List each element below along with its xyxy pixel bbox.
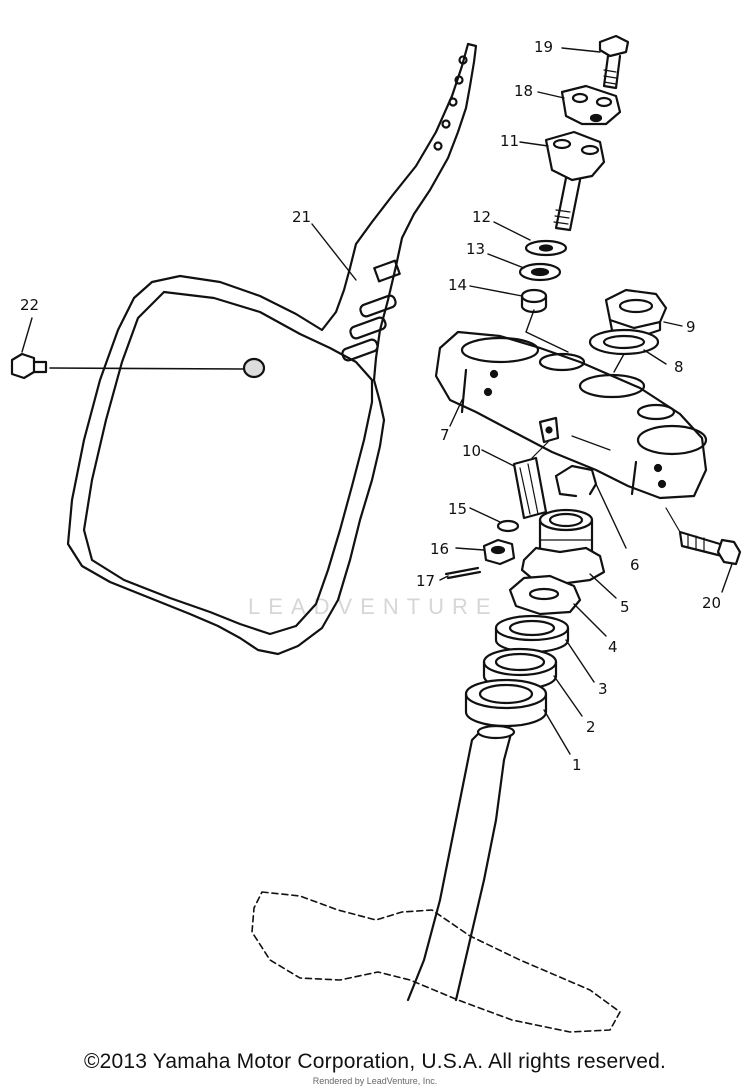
callout-15: 15 [448, 500, 467, 518]
number-plate [66, 42, 478, 656]
callout-3: 3 [598, 680, 608, 698]
clip-6 [554, 464, 598, 498]
steering-crown-7 [434, 330, 708, 500]
dust-seal-3 [494, 614, 570, 654]
bolt-20 [665, 507, 742, 566]
callout-labels: 1 2 3 4 5 6 7 8 9 10 11 12 13 14 15 16 1… [20, 38, 721, 774]
callout-7: 7 [440, 426, 450, 444]
callout-6: 6 [630, 556, 640, 574]
callout-19: 19 [534, 38, 553, 56]
callout-2: 2 [586, 718, 596, 736]
handlebar-holder-11 [544, 130, 606, 232]
collar-14 [520, 288, 548, 314]
nut-16 [482, 538, 516, 566]
callout-18: 18 [514, 82, 533, 100]
lower-bracket [251, 891, 621, 1033]
callout-11: 11 [500, 132, 519, 150]
callout-10: 10 [462, 442, 481, 460]
rendered-by-note: Rendered by LeadVenture, Inc. [312, 1076, 438, 1086]
callout-21: 21 [292, 208, 311, 226]
callout-1: 1 [572, 756, 582, 774]
lock-washer-4 [508, 574, 582, 616]
callout-14: 14 [448, 276, 467, 294]
watermark: LEADVENTURE [248, 594, 499, 619]
callout-5: 5 [620, 598, 630, 616]
copyright-notice: ©2013 Yamaha Motor Corporation, U.S.A. A… [83, 1050, 667, 1073]
callout-13: 13 [466, 240, 485, 258]
bolt-19 [598, 34, 630, 90]
bushing-10 [512, 416, 560, 520]
ring-nut-5 [520, 508, 606, 586]
upper-clamp-18 [560, 84, 622, 126]
washer-8 [588, 328, 660, 356]
cotter-pin-17 [444, 566, 482, 580]
leader-lines [21, 47, 733, 755]
callout-8: 8 [674, 358, 684, 376]
washer-15 [496, 519, 520, 533]
callout-17: 17 [416, 572, 435, 590]
steering-stem [406, 724, 516, 1002]
bearing-1 [464, 678, 548, 728]
callout-20: 20 [702, 594, 721, 612]
callout-16: 16 [430, 540, 449, 558]
callout-22: 22 [20, 296, 39, 314]
callout-4: 4 [608, 638, 618, 656]
bolt-22 [10, 352, 245, 380]
callout-12: 12 [472, 208, 491, 226]
callout-9: 9 [686, 318, 696, 336]
